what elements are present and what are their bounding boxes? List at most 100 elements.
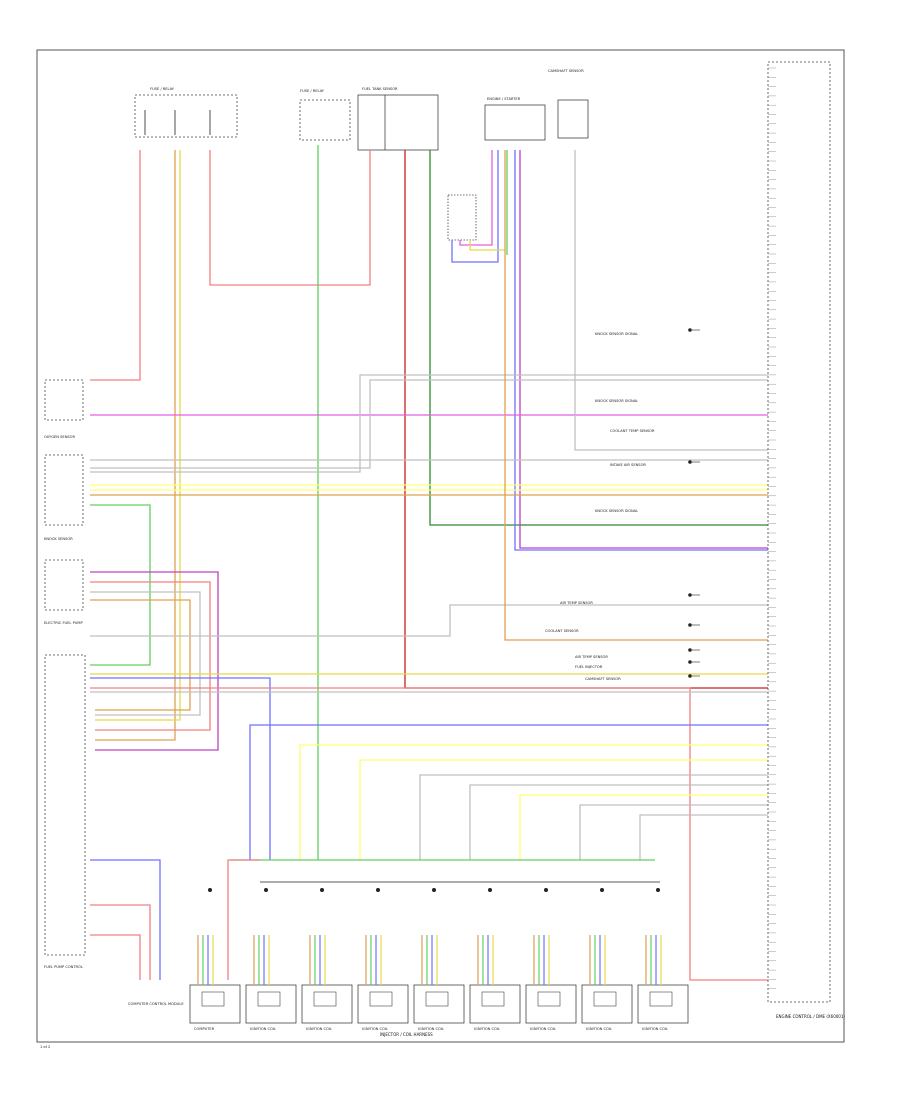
coil-node bbox=[432, 888, 436, 892]
coil-box bbox=[301, 984, 353, 1024]
coil-inner bbox=[649, 991, 673, 1007]
arrow-dot bbox=[688, 460, 692, 464]
arrow-dot bbox=[688, 623, 692, 627]
component-label: OXYGEN SENSOR bbox=[44, 435, 75, 439]
wire-gray-5 bbox=[90, 604, 770, 637]
wire-yellow-6 bbox=[299, 744, 770, 860]
coil-inner bbox=[593, 991, 617, 1007]
right-labels: KNOCK SENSOR SIGNAL KNOCK SENSOR SIGNAL … bbox=[545, 332, 655, 681]
right-connector: ENGINE CONTROL / DME (X60001) bbox=[767, 61, 845, 1019]
coil-label: IGNITION COIL bbox=[474, 1027, 500, 1031]
wire-gray-2 bbox=[90, 379, 770, 469]
right-caption: ENGINE CONTROL / DME (X60001) bbox=[776, 1014, 845, 1019]
wire-orange-4 bbox=[504, 150, 770, 641]
wire-red-7 bbox=[227, 859, 260, 980]
fuse-box-2 bbox=[299, 99, 351, 141]
wire-yellow-2 bbox=[469, 240, 505, 251]
connector-pins bbox=[768, 67, 776, 989]
coil-box bbox=[357, 984, 409, 1024]
wire-red-6 bbox=[90, 934, 141, 980]
signal-label: KNOCK SENSOR SIGNAL bbox=[595, 509, 638, 513]
wire-orange-1 bbox=[95, 150, 176, 741]
coil-node bbox=[656, 888, 660, 892]
arrow-dot bbox=[688, 328, 692, 332]
wire-orange-3 bbox=[90, 599, 191, 711]
component-label: KNOCK SENSOR bbox=[44, 537, 73, 541]
component-label: ENGINE / STARTER bbox=[487, 97, 521, 101]
wire-gray-7 bbox=[419, 774, 770, 860]
wire-yellow-1 bbox=[95, 150, 181, 721]
component-label: FUEL TANK SENSOR bbox=[362, 87, 398, 91]
arrow-dot bbox=[688, 660, 692, 664]
coil-label: IGNITION COIL bbox=[418, 1027, 444, 1031]
fuel-tank-sensor-box bbox=[357, 94, 439, 151]
wire-gray-9 bbox=[579, 804, 770, 860]
oxygen-sensor-box bbox=[44, 379, 84, 421]
signal-label: FUEL INJECTOR bbox=[575, 665, 603, 669]
wire-blue-1 bbox=[514, 150, 770, 551]
top-components: FUSE / RELAY FUSE / RELAY FUEL TANK SENS… bbox=[134, 69, 589, 241]
wire-blue-5 bbox=[90, 859, 161, 980]
fuse-box-1 bbox=[134, 94, 238, 138]
component-label: FUSE / RELAY bbox=[150, 87, 175, 91]
wire-gray-8 bbox=[469, 784, 770, 860]
wire-purple-1 bbox=[519, 150, 770, 549]
coil-label: IGNITION COIL bbox=[530, 1027, 556, 1031]
coil-inner bbox=[257, 991, 281, 1007]
component-label: FUEL PUMP CONTROL bbox=[44, 965, 83, 969]
component-label: FUSE / RELAY bbox=[300, 89, 325, 93]
left-components: OXYGEN SENSOR KNOCK SENSOR ELECTRIC FUEL… bbox=[44, 379, 86, 969]
coil-node bbox=[544, 888, 548, 892]
bottom-left-component: COMPUTER CONTROL MODULE bbox=[128, 1002, 184, 1006]
knock-sensor-box bbox=[44, 454, 84, 526]
component-label: CAMSHAFT SENSOR bbox=[548, 69, 584, 73]
signal-label: AIR TEMP SENSOR bbox=[575, 655, 608, 659]
fuel-pump-box bbox=[44, 559, 84, 611]
signal-label: KNOCK SENSOR SIGNAL bbox=[595, 399, 638, 403]
signal-label: KNOCK SENSOR SIGNAL bbox=[595, 332, 638, 336]
wire-group bbox=[90, 145, 770, 981]
coil-label: IGNITION COIL bbox=[642, 1027, 668, 1031]
coil-box bbox=[581, 984, 633, 1024]
fuel-pump-control-box bbox=[44, 654, 86, 956]
arrow-dot bbox=[688, 648, 692, 652]
wire-purple-3 bbox=[90, 571, 219, 751]
signal-label: CAMSHAFT SENSOR bbox=[585, 677, 621, 681]
wire-red-2 bbox=[209, 150, 371, 286]
wire-gray-11 bbox=[574, 150, 770, 451]
wire-blue-4 bbox=[249, 724, 770, 860]
wire-red-3 bbox=[90, 581, 211, 731]
coil-label: IGNITION COIL bbox=[306, 1027, 332, 1031]
signal-label: INTAKE AIR SENSOR bbox=[610, 463, 646, 467]
wire-purple-2 bbox=[459, 150, 493, 246]
dme-connector bbox=[767, 61, 831, 1003]
coil-box bbox=[525, 984, 577, 1024]
wire-red-1 bbox=[90, 150, 141, 381]
wire-darkgreen-1 bbox=[429, 150, 770, 526]
coil-node bbox=[600, 888, 604, 892]
coil-label: IGNITION COIL bbox=[362, 1027, 388, 1031]
arrow-dot bbox=[688, 674, 692, 678]
coil-inner bbox=[201, 991, 225, 1007]
coil-node bbox=[320, 888, 324, 892]
coil-box bbox=[413, 984, 465, 1024]
coil-label: IGNITION COIL bbox=[250, 1027, 276, 1031]
coil-box bbox=[469, 984, 521, 1024]
component-label: COMPUTER CONTROL MODULE bbox=[128, 1002, 184, 1006]
coil-inner bbox=[425, 991, 449, 1007]
camshaft-sensor-box bbox=[557, 99, 589, 139]
wire-gray-3 bbox=[90, 374, 770, 473]
coil-node bbox=[488, 888, 492, 892]
diagram-frame bbox=[36, 49, 845, 1043]
wire-red-4 bbox=[90, 687, 770, 981]
coil-node bbox=[208, 888, 212, 892]
wire-yellow-8 bbox=[519, 794, 770, 860]
arrow-dot bbox=[688, 593, 692, 597]
coil-box bbox=[637, 984, 689, 1024]
signal-label: COOLANT SENSOR bbox=[545, 629, 579, 633]
coil-inner bbox=[313, 991, 337, 1007]
relay-cluster bbox=[447, 194, 477, 241]
wire-yellow-7 bbox=[359, 759, 770, 860]
